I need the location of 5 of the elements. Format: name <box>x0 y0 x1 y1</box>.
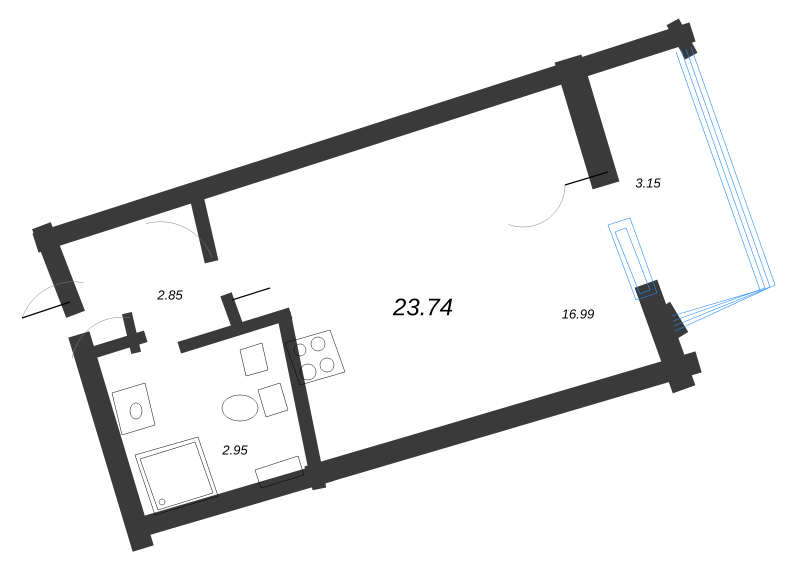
area-label: 2.95 <box>222 445 248 455</box>
area-label: 23.74 <box>392 298 452 316</box>
area-label: 2.85 <box>157 290 183 300</box>
area-label: 3.15 <box>636 178 661 188</box>
area-label: 16.99 <box>562 309 594 319</box>
